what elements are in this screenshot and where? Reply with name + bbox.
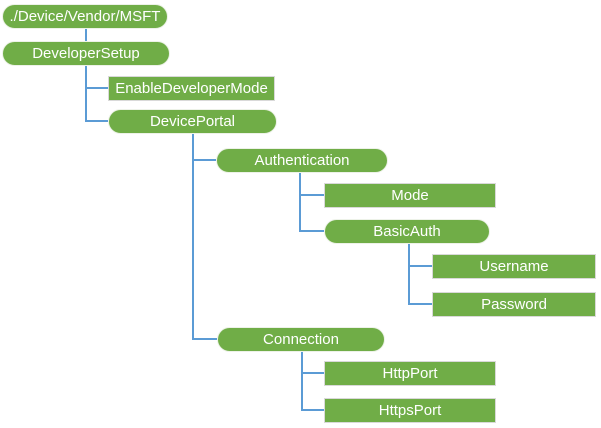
connector-connection-trunk [301, 352, 303, 411]
connector-developersetup-trunk [85, 66, 87, 122]
connector-to-connection [192, 338, 217, 340]
tree-node-deviceportal: DevicePortal [108, 109, 277, 134]
connector-authentication-trunk [299, 173, 301, 232]
tree-node-username: Username [432, 254, 596, 279]
tree-node-developersetup: DeveloperSetup [2, 41, 170, 66]
tree-node-authentication: Authentication [216, 148, 388, 173]
tree-node-httpport: HttpPort [324, 361, 496, 386]
tree-node-connection: Connection [217, 327, 385, 352]
connector-to-basicauth [299, 230, 324, 232]
connector-to-httpsport [301, 409, 324, 411]
connector-to-enabledevelopermode [85, 87, 108, 89]
tree-node-device-vendor-msft: ./Device/Vendor/MSFT [2, 4, 168, 29]
connector-to-password [408, 303, 432, 305]
connector-to-deviceportal [85, 120, 108, 122]
tree-node-basicauth: BasicAuth [324, 219, 490, 244]
tree-node-enabledevelopermode: EnableDeveloperMode [108, 76, 275, 101]
connector-to-mode [299, 194, 324, 196]
connector-basicauth-trunk [408, 244, 410, 305]
tree-node-mode: Mode [324, 183, 496, 208]
connector-root-to-developersetup [85, 29, 87, 41]
connector-to-username [408, 265, 432, 267]
connector-to-authentication [192, 159, 216, 161]
connector-deviceportal-trunk [192, 134, 194, 340]
tree-node-password: Password [432, 292, 596, 317]
tree-node-httpsport: HttpsPort [324, 398, 496, 423]
connector-to-httpport [301, 372, 324, 374]
